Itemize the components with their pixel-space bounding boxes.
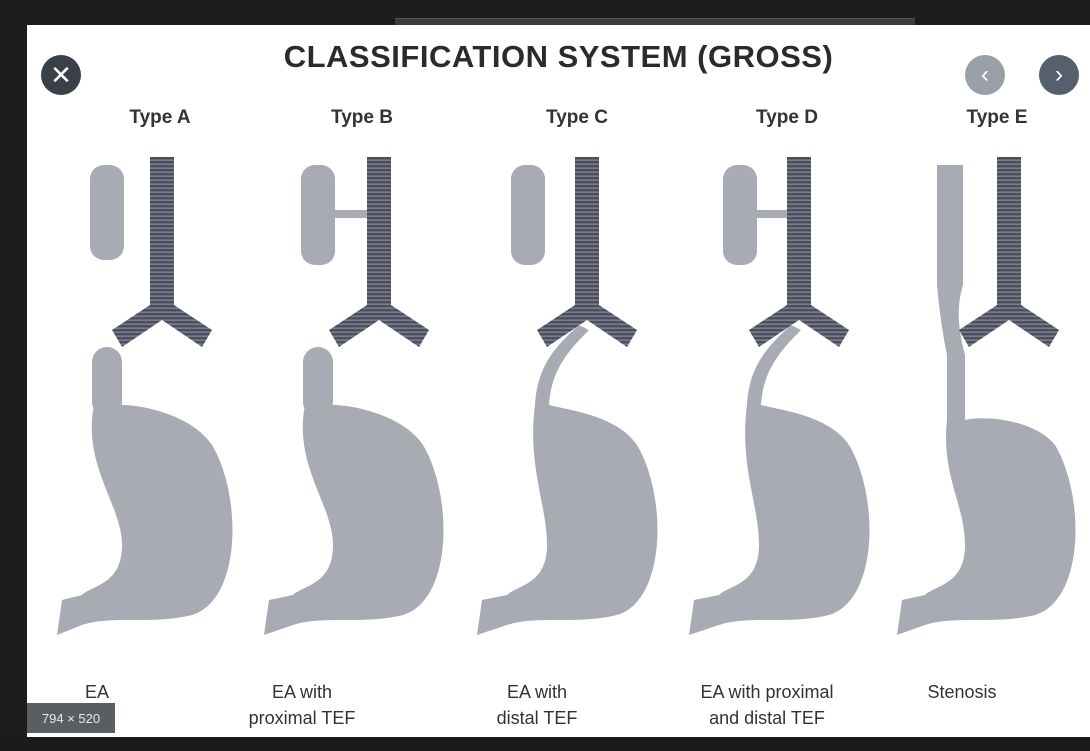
trachea [537, 157, 637, 347]
caption-line: EA [0, 679, 197, 705]
type-b-label: Type B [277, 107, 447, 129]
caption-line: proximal TEF [202, 705, 402, 731]
upper-esophagus-pouch [511, 165, 545, 265]
type-b-caption: EA with proximal TEF [202, 679, 402, 731]
caption-line: distal TEF [437, 705, 637, 731]
type-e-figure [897, 157, 1075, 635]
close-icon: ✕ [50, 60, 72, 91]
image-dimensions-badge: 794 × 520 [27, 703, 115, 733]
upper-esophagus-pouch [90, 165, 124, 260]
type-d-caption: EA with proximal and distal TEF [667, 679, 867, 731]
type-a-caption: EA [0, 679, 197, 705]
type-d-figure [689, 157, 869, 635]
upper-esophagus-pouch [301, 165, 335, 265]
stomach [897, 418, 1075, 635]
stomach [689, 405, 869, 635]
type-a-label: Type A [75, 107, 245, 129]
image-canvas: CLASSIFICATION SYSTEM (GROSS) [27, 25, 1090, 737]
type-d-label: Type D [702, 107, 872, 129]
classification-diagram [27, 25, 1090, 737]
chevron-right-icon: › [1055, 61, 1063, 89]
fistula [335, 210, 367, 218]
stomach [264, 347, 443, 635]
caption-line: Stenosis [862, 679, 1062, 705]
trachea [329, 157, 429, 347]
type-e-label: Type E [912, 107, 1082, 129]
type-c-figure [477, 157, 657, 635]
caption-line: EA with [202, 679, 402, 705]
trachea [749, 157, 849, 347]
esophagus-with-stenosis [937, 165, 965, 425]
caption-line: and distal TEF [667, 705, 867, 731]
stomach [477, 405, 657, 635]
viewer-bottom-bar [0, 737, 1090, 751]
trachea [112, 157, 212, 347]
chevron-left-icon: ‹ [981, 61, 989, 89]
caption-line: EA with [437, 679, 637, 705]
caption-line: EA with proximal [667, 679, 867, 705]
type-c-label: Type C [492, 107, 662, 129]
previous-image-button[interactable]: ‹ [965, 55, 1005, 95]
type-c-caption: EA with distal TEF [437, 679, 637, 731]
type-a-figure [57, 157, 232, 635]
trachea [959, 157, 1059, 347]
proximal-fistula [757, 210, 787, 218]
type-e-caption: Stenosis [862, 679, 1062, 705]
type-b-figure [264, 157, 443, 635]
upper-esophagus-pouch [723, 165, 757, 265]
next-image-button[interactable]: › [1039, 55, 1079, 95]
stomach [57, 347, 232, 635]
close-button[interactable]: ✕ [41, 55, 81, 95]
